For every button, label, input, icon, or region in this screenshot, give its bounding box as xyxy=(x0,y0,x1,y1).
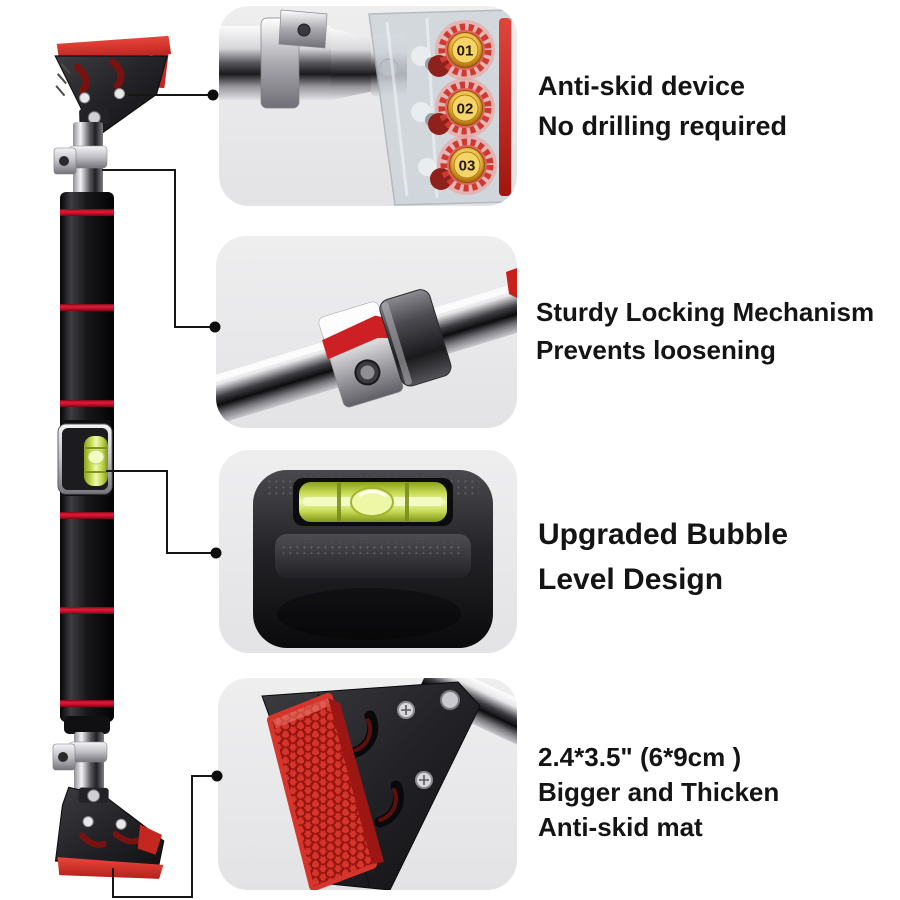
caption-locking-mechanism: Sturdy Locking Mechanism Prevents loosen… xyxy=(536,293,874,369)
red-bar-tip xyxy=(506,268,517,298)
top-red-pad xyxy=(56,35,172,62)
caption-line: Level Design xyxy=(538,563,724,596)
screw xyxy=(113,88,125,100)
caption-line: Prevents loosening xyxy=(536,335,776,365)
foam-end-cap xyxy=(64,716,110,734)
caption-line: Anti-skid mat xyxy=(538,812,703,842)
screw xyxy=(115,818,127,830)
curved-slot xyxy=(108,58,125,90)
gear-number-badge: 03 xyxy=(459,158,476,175)
red-lock-lever xyxy=(322,315,400,360)
housing-ledge xyxy=(275,534,471,578)
bubble-level-on-pole xyxy=(57,420,113,496)
screw xyxy=(79,92,91,104)
callout-panel-anti-skid-device: 01 02 xyxy=(219,6,517,206)
screw xyxy=(82,816,94,828)
caption-bubble-level: Upgraded Bubble Level Design xyxy=(538,512,788,602)
upper-chrome-tube xyxy=(53,122,108,200)
gear-number-badge: 02 xyxy=(457,101,474,118)
callout-panel-bubble-level xyxy=(219,450,517,653)
top-anti-skid-bracket xyxy=(54,35,172,134)
caption-line: Upgraded Bubble xyxy=(538,518,789,551)
lower-chrome-tube xyxy=(52,716,110,790)
clamp-hole xyxy=(59,156,69,166)
locking-collar-illustration xyxy=(216,268,517,428)
curved-slot xyxy=(74,63,90,95)
red-honeycomb-pad xyxy=(267,693,384,890)
caption-line: 2.4*3.5" (6*9cm ) xyxy=(538,742,742,772)
clamp-hole xyxy=(58,752,68,762)
caption-anti-skid-mat: 2.4*3.5" (6*9cm ) Bigger and Thicken Ant… xyxy=(538,740,779,845)
clamp-hole xyxy=(297,23,311,37)
bubble-level-illustration xyxy=(253,470,493,648)
callout-panel-locking-mechanism xyxy=(216,236,517,428)
hinge-screw xyxy=(87,789,101,803)
caption-anti-skid-device: Anti-skid device No drilling required xyxy=(538,66,787,146)
gear-adjuster-03: 03 xyxy=(418,135,497,195)
housing-shadow xyxy=(277,588,461,640)
caption-line: No drilling required xyxy=(538,111,788,141)
level-bubble xyxy=(87,449,105,465)
vial-marking xyxy=(405,483,409,521)
red-edge-strip xyxy=(499,18,511,196)
hinge-screw xyxy=(87,111,101,125)
locking-collar-ring xyxy=(379,289,452,387)
vial-marking xyxy=(337,483,341,521)
bracket-grip-hatch xyxy=(55,63,71,97)
caption-line: Sturdy Locking Mechanism xyxy=(536,297,875,327)
pullup-bar-product xyxy=(52,35,172,879)
taper-cone xyxy=(331,28,379,100)
diagonal-bar-group xyxy=(216,272,517,428)
gear-adjuster-rows: 01 02 xyxy=(411,20,497,195)
caption-line: Anti-skid device xyxy=(538,71,746,101)
gear-adjuster-02: 02 xyxy=(411,78,495,138)
anti-skid-mat-illustration xyxy=(261,678,517,890)
bottom-anti-skid-bracket xyxy=(54,786,165,879)
caption-line: Bigger and Thicken xyxy=(538,777,780,807)
gear-adjuster-01: 01 xyxy=(411,20,495,80)
curved-slot xyxy=(78,832,107,848)
pad-highlight xyxy=(272,698,330,728)
hex-bolt xyxy=(440,690,460,710)
gear-number-badge: 01 xyxy=(457,43,474,60)
callout-panel-anti-skid-mat xyxy=(218,678,517,890)
pad-side-edge xyxy=(328,698,384,864)
red-grip-rings xyxy=(60,209,114,707)
gears-illustration: 01 02 xyxy=(219,9,512,206)
